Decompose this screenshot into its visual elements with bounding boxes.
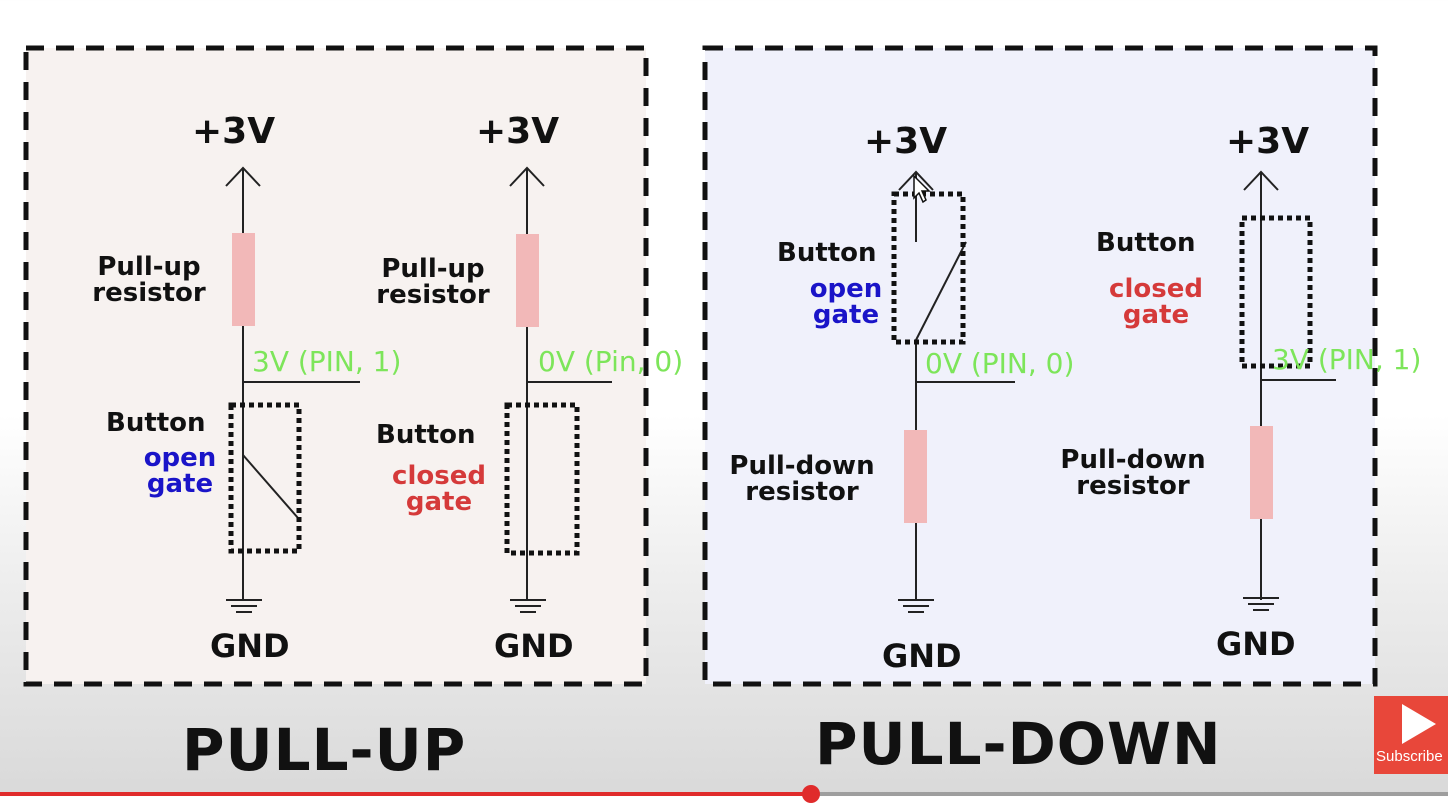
pulldown-right-pin-label: 3V (PIN, 1) (1272, 343, 1422, 376)
pullup-left-ground: GND (210, 627, 290, 665)
pullup-right-voltage: +3V (476, 111, 560, 152)
pullup-left-button-box (228, 402, 302, 554)
pullup-right-ground: GND (494, 627, 574, 665)
pullup-left-pin-label: 3V (PIN, 1) (252, 345, 402, 378)
pullup-right-button-label: Button (376, 420, 476, 450)
mouse-cursor-icon (913, 174, 931, 204)
subscribe-button[interactable]: Subscribe (1374, 696, 1448, 774)
pullup-title: PULL-UP (182, 716, 467, 784)
pullup-left-voltage: +3V (192, 111, 276, 152)
pulldown-right-resistor (1250, 426, 1273, 519)
pulldown-left-button-label: Button (777, 238, 877, 268)
pulldown-left-pin-label: 0V (PIN, 0) (925, 347, 1075, 380)
pulldown-title: PULL-DOWN (815, 710, 1222, 778)
video-scrubber-handle[interactable] (801, 785, 820, 803)
pulldown-left-voltage: +3V (864, 121, 948, 162)
pullup-right-resistor (516, 234, 539, 327)
video-progress-bar[interactable] (0, 785, 1448, 803)
pullup-panel (23, 45, 649, 687)
pulldown-right-button-label: Button (1096, 228, 1196, 258)
pulldown-right-circuit (1243, 170, 1336, 611)
pullup-right-button-box (504, 402, 580, 556)
pulldown-right-voltage: +3V (1226, 121, 1310, 162)
subscribe-label: Subscribe (1376, 748, 1443, 765)
video-progress-fill (0, 792, 811, 796)
pullup-left-resistor (232, 233, 255, 326)
pulldown-left-button-box (891, 191, 966, 345)
pulldown-right-ground: GND (1216, 625, 1296, 663)
play-icon (1402, 704, 1436, 744)
pullup-left-button-label: Button (106, 408, 206, 438)
pullup-right-pin-label: 0V (Pin, 0) (538, 345, 684, 378)
pulldown-left-resistor (904, 430, 927, 523)
pulldown-left-ground: GND (882, 637, 962, 675)
